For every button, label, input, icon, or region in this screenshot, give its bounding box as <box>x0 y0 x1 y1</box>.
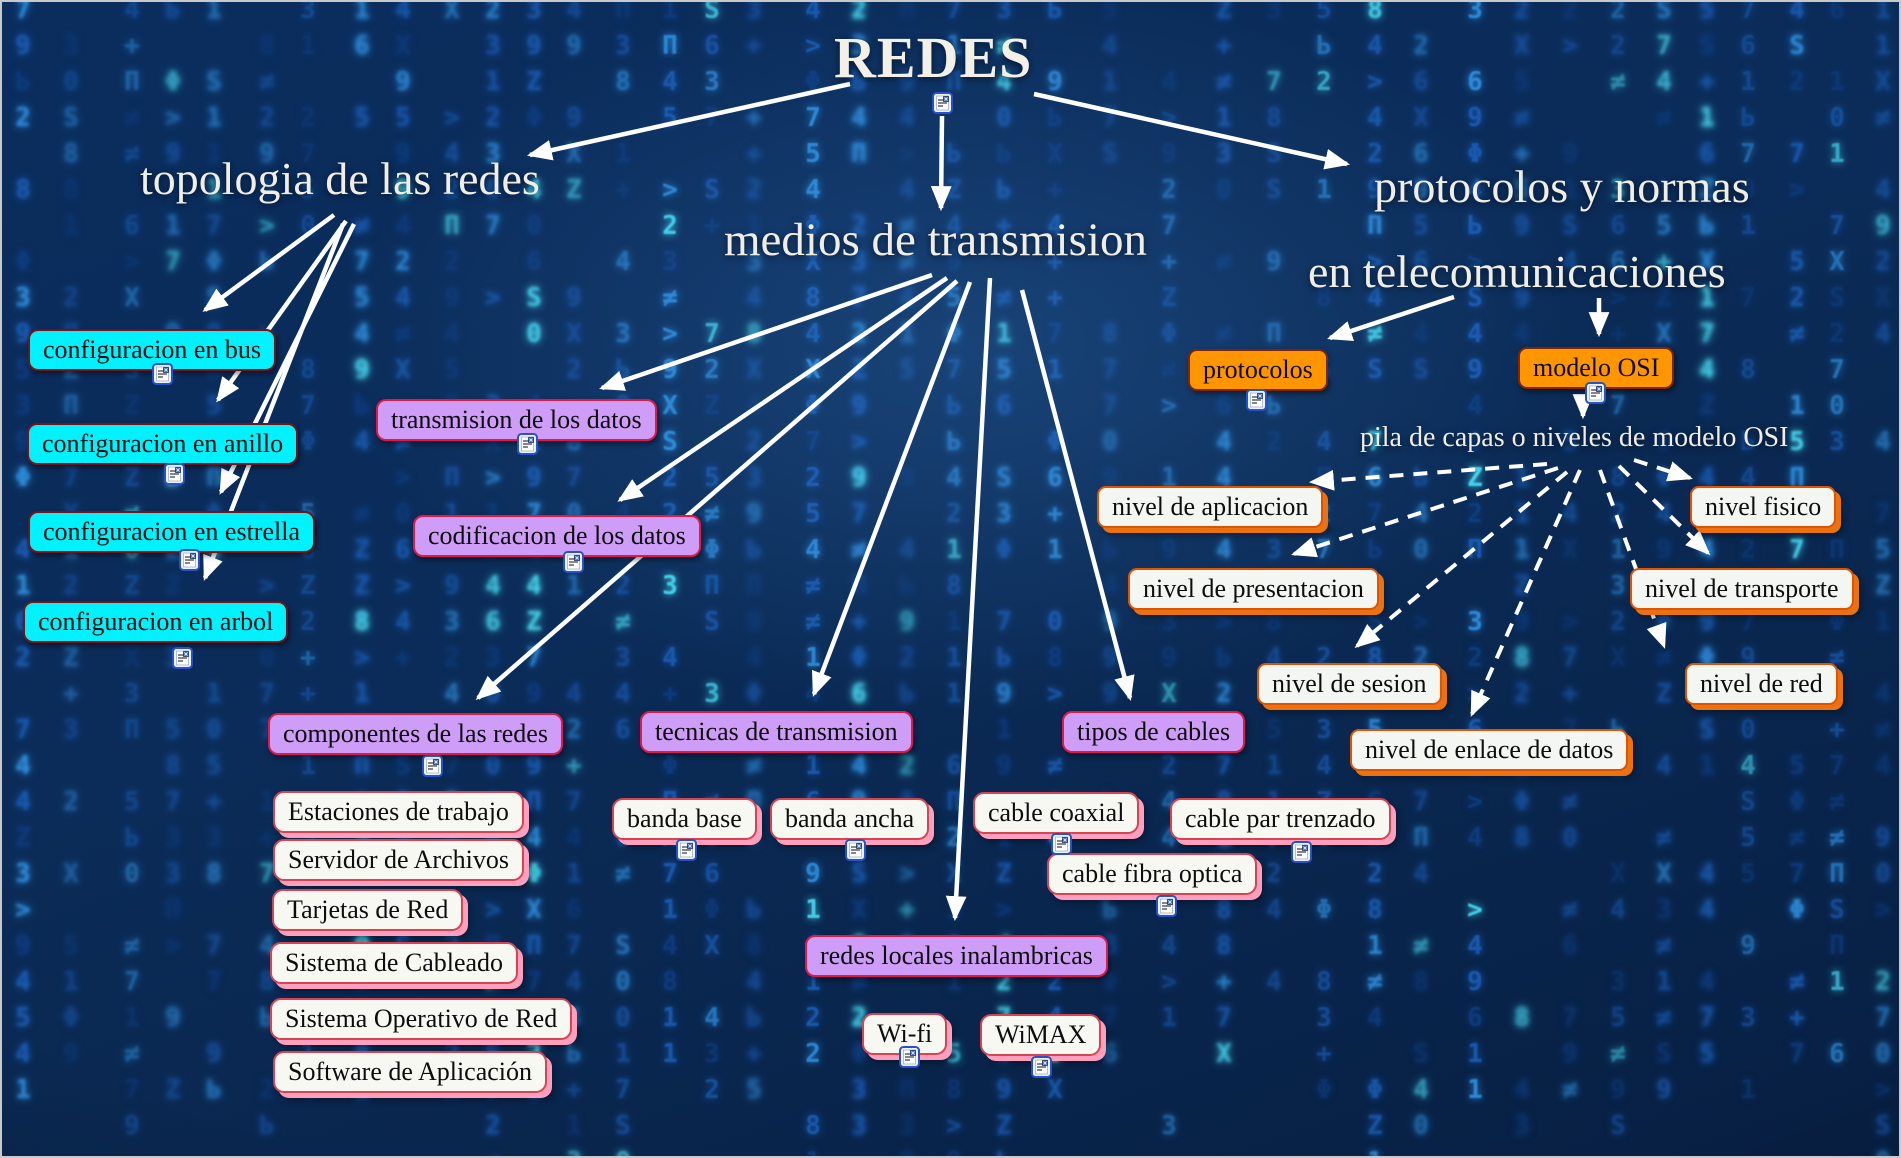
node-redes-locales-inalambricas[interactable]: redes locales inalambricas <box>805 935 1108 977</box>
resource-icon[interactable] <box>899 1046 920 1068</box>
node-sistema-operativo-de-red[interactable]: Sistema Operativo de Red <box>270 998 573 1040</box>
node-nivel-de-transporte[interactable]: nivel de transporte <box>1630 568 1854 610</box>
branch-heading-protocolos-line1[interactable]: protocolos y normas <box>1374 161 1750 212</box>
node-nivel-de-red[interactable]: nivel de red <box>1685 663 1838 705</box>
node-nivel-de-aplicacion[interactable]: nivel de aplicacion <box>1097 486 1324 528</box>
node-cable-par-trenzado[interactable]: cable par trenzado <box>1170 798 1391 840</box>
resource-icon[interactable] <box>152 363 173 385</box>
node-software-de-aplicacion[interactable]: Software de Aplicación <box>273 1051 548 1093</box>
node-banda-base[interactable]: banda base <box>612 798 757 840</box>
resource-icon[interactable] <box>1051 833 1072 855</box>
resource-icon[interactable] <box>1156 895 1177 917</box>
node-nivel-de-presentacion[interactable]: nivel de presentacion <box>1128 568 1379 610</box>
solid-links <box>202 81 1610 922</box>
node-estaciones-de-trabajo[interactable]: Estaciones de trabajo <box>273 791 524 833</box>
node-wimax[interactable]: WiMAX <box>980 1014 1102 1056</box>
osi-stack-caption[interactable]: pila de capas o niveles de modelo OSI <box>1360 422 1789 453</box>
node-sistema-de-cableado[interactable]: Sistema de Cableado <box>270 942 519 984</box>
branch-heading-topologia[interactable]: topologia de las redes <box>140 153 540 204</box>
node-tipos-de-cables[interactable]: tipos de cables <box>1062 711 1246 753</box>
resource-icon[interactable] <box>172 647 193 669</box>
node-nivel-fisico[interactable]: nivel fisico <box>1690 486 1837 528</box>
node-banda-ancha[interactable]: banda ancha <box>770 798 930 840</box>
node-protocolos[interactable]: protocolos <box>1188 349 1328 391</box>
resource-icon[interactable] <box>1246 389 1267 411</box>
resource-icon[interactable] <box>422 755 443 777</box>
resource-icon[interactable] <box>563 551 584 573</box>
node-cable-fibra-optica[interactable]: cable fibra optica <box>1047 853 1258 895</box>
resource-icon[interactable] <box>517 433 538 455</box>
resource-icon[interactable] <box>164 463 185 485</box>
node-componentes-de-las-redes[interactable]: componentes de las redes <box>268 713 563 755</box>
resource-icon[interactable] <box>1031 1056 1052 1078</box>
resource-icon[interactable] <box>1291 841 1312 863</box>
resource-icon[interactable] <box>1585 382 1606 404</box>
resource-icon[interactable] <box>179 549 200 571</box>
node-nivel-de-sesion[interactable]: nivel de sesion <box>1257 663 1442 705</box>
node-nivel-de-enlace-de-datos[interactable]: nivel de enlace de datos <box>1350 729 1629 771</box>
node-tarjetas-de-red[interactable]: Tarjetas de Red <box>272 889 464 931</box>
resource-icon[interactable] <box>932 92 953 114</box>
node-servidor-de-archivos[interactable]: Servidor de Archivos <box>273 839 524 881</box>
branch-heading-protocolos-line2[interactable]: en telecomunicaciones <box>1308 246 1726 297</box>
branch-heading-medios[interactable]: medios de transmision <box>724 214 1147 266</box>
resource-icon[interactable] <box>845 839 866 861</box>
node-codificacion-de-los-datos[interactable]: codificacion de los datos <box>413 515 701 557</box>
node-configuracion-en-anillo[interactable]: configuracion en anillo <box>27 423 299 465</box>
node-tecnicas-de-transmision[interactable]: tecnicas de transmision <box>640 711 913 753</box>
node-cable-coaxial[interactable]: cable coaxial <box>973 792 1140 834</box>
map-title[interactable]: REDES <box>834 25 1033 90</box>
resource-icon[interactable] <box>676 839 697 861</box>
node-configuracion-en-estrella[interactable]: configuracion en estrella <box>28 511 315 553</box>
dashed-links <box>1291 458 1711 717</box>
node-configuracion-en-arbol[interactable]: configuracion en arbol <box>23 601 289 643</box>
